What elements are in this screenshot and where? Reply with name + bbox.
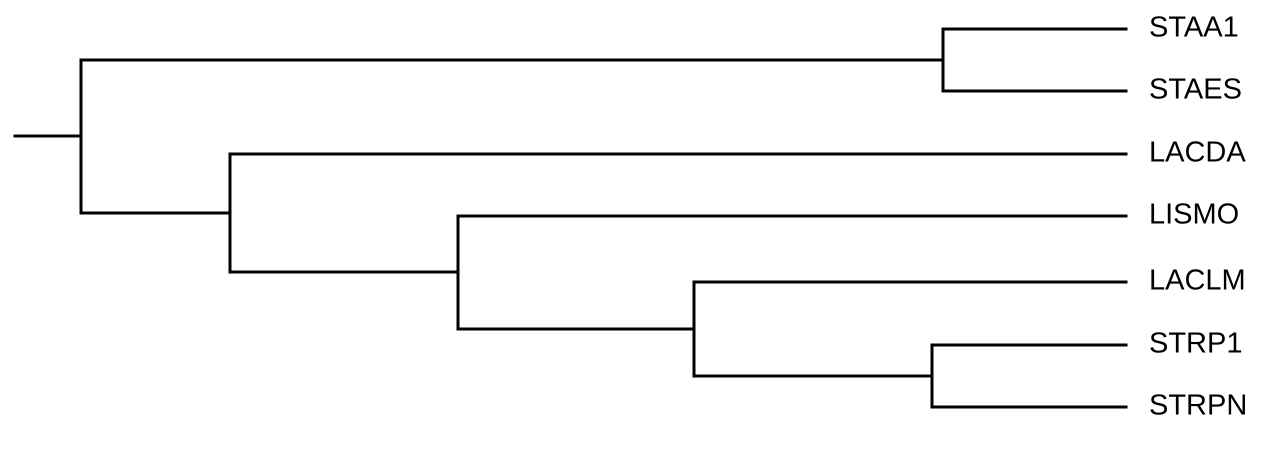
- leaf-label-lismo: LISMO: [1149, 199, 1239, 231]
- leaf-label-strp1: STRP1: [1149, 328, 1242, 360]
- leaf-label-staa1: STAA1: [1149, 12, 1239, 44]
- leaf-label-lacda: LACDA: [1149, 137, 1246, 169]
- leaf-label-laclm: LACLM: [1149, 265, 1246, 297]
- leaf-label-staes: STAES: [1149, 74, 1242, 106]
- leaf-label-strpn: STRPN: [1149, 390, 1247, 422]
